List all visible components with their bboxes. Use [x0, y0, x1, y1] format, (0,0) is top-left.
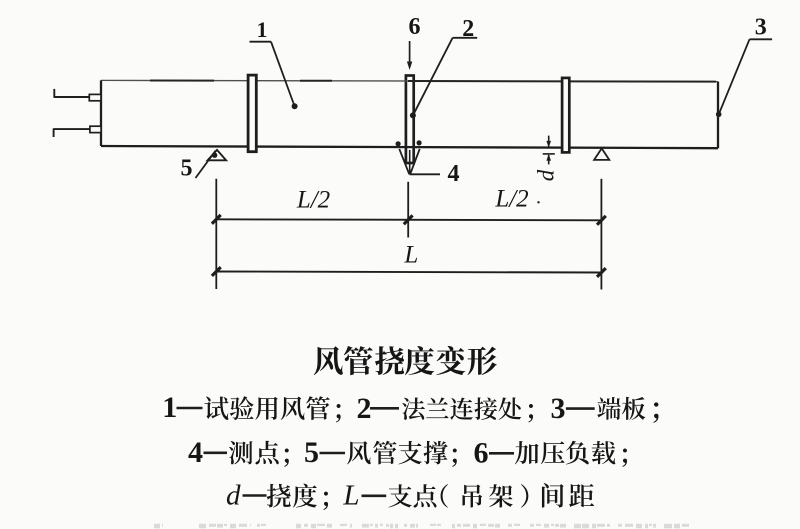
svg-text:4: 4	[448, 161, 460, 187]
svg-text:5: 5	[304, 436, 319, 469]
svg-text:4: 4	[188, 436, 203, 469]
svg-text:6: 6	[474, 437, 489, 470]
svg-text:5: 5	[181, 156, 193, 182]
svg-text:1: 1	[162, 391, 177, 424]
svg-text:3: 3	[755, 15, 767, 41]
svg-text:6: 6	[409, 14, 421, 40]
svg-text:2: 2	[462, 16, 474, 42]
svg-text:L: L	[403, 241, 418, 268]
svg-text:d: d	[226, 480, 241, 512]
svg-text:2: 2	[357, 392, 372, 425]
svg-text:d: d	[534, 169, 559, 181]
svg-text:L/2: L/2	[494, 186, 528, 213]
svg-text:3: 3	[551, 392, 566, 425]
svg-text:1: 1	[257, 17, 268, 42]
svg-text:L: L	[342, 479, 359, 511]
svg-text:L/2: L/2	[296, 187, 330, 214]
